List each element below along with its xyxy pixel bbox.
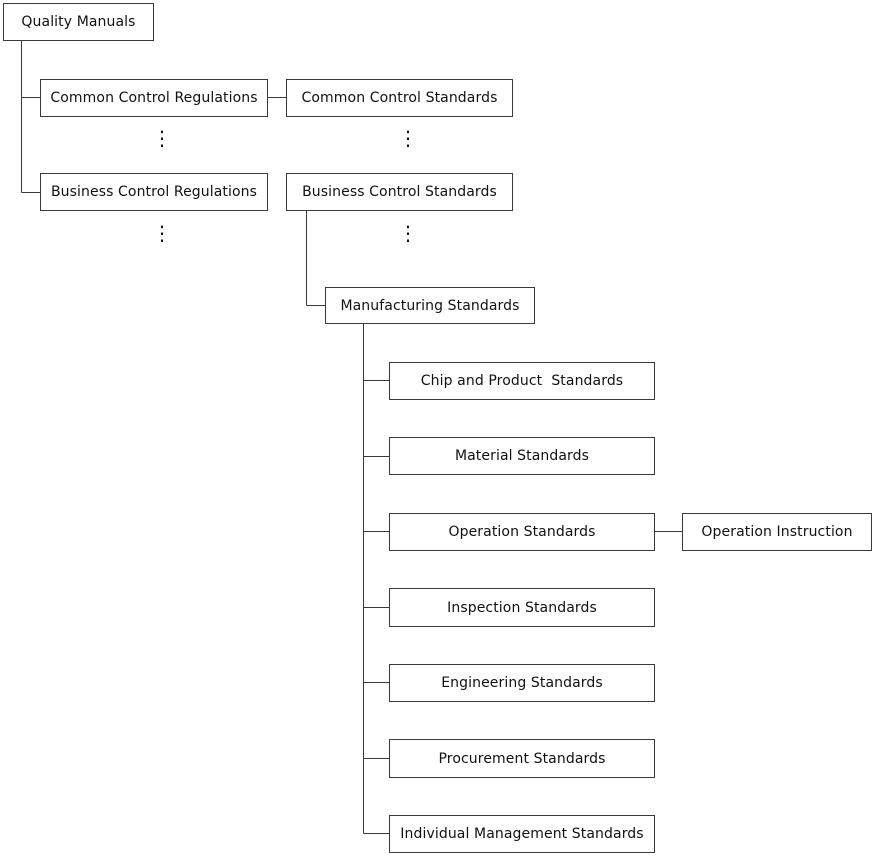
quality-manuals-box: Quality Manuals	[3, 3, 154, 41]
operation-instruction-box: Operation Instruction	[682, 513, 872, 551]
material-standards-box: Material Standards	[389, 437, 655, 475]
ellipsis-standards-2: ⋮	[398, 221, 418, 245]
ellipsis-standards-1: ⋮	[398, 126, 418, 150]
inspection-standards-box: Inspection Standards	[389, 588, 655, 627]
operation-standards-box: Operation Standards	[389, 513, 655, 551]
common-control-regulations-box: Common Control Regulations	[40, 79, 268, 117]
ellipsis-regulations-2: ⋮	[152, 221, 172, 245]
ellipsis-regulations-1: ⋮	[152, 126, 172, 150]
individual-management-standards-box: Individual Management Standards	[389, 815, 655, 853]
common-control-standards-box: Common Control Standards	[286, 79, 513, 117]
business-control-standards-box: Business Control Standards	[286, 173, 513, 211]
business-control-regulations-box: Business Control Regulations	[40, 173, 268, 211]
engineering-standards-box: Engineering Standards	[389, 664, 655, 702]
chip-and-product-standards-box: Chip and Product Standards	[389, 362, 655, 400]
manufacturing-standards-box: Manufacturing Standards	[325, 287, 535, 324]
procurement-standards-box: Procurement Standards	[389, 739, 655, 778]
